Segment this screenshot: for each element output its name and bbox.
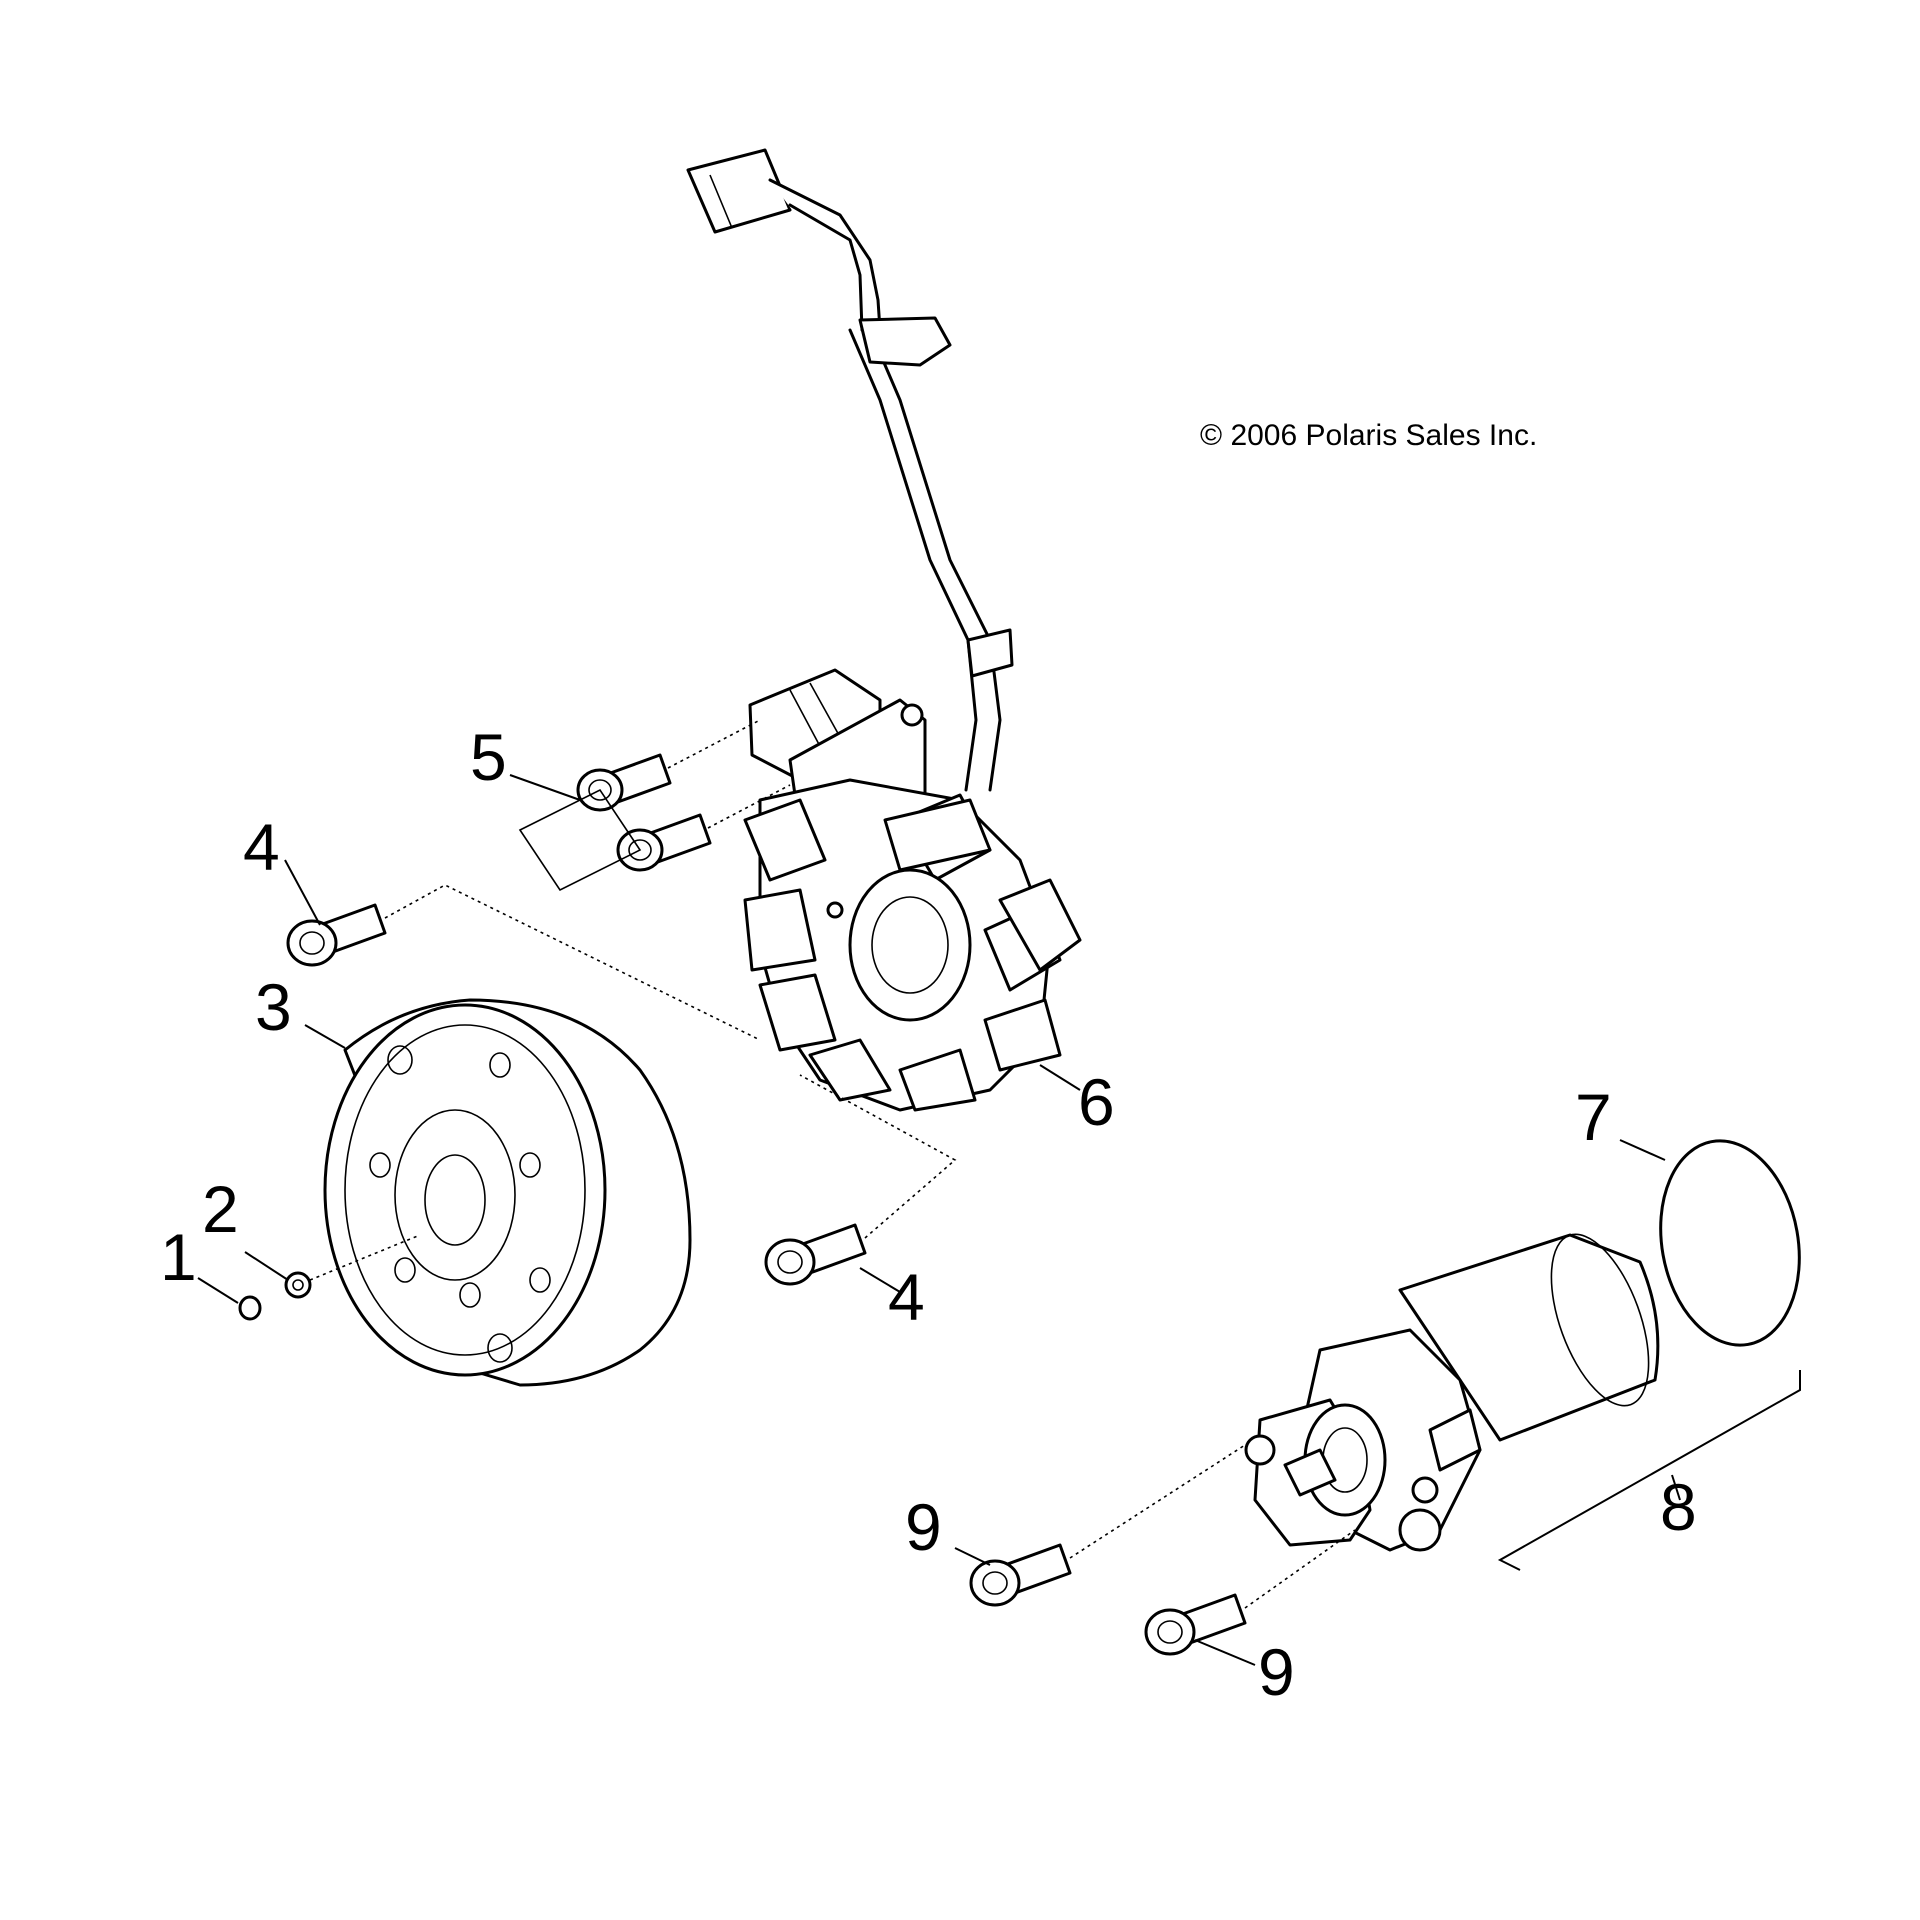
- leader-9-lower: [1194, 1639, 1256, 1666]
- bolt-9-lower: [1144, 1593, 1247, 1656]
- callout-8: 8: [1660, 1470, 1697, 1544]
- callout-3: 3: [255, 970, 292, 1044]
- flywheel: [323, 998, 692, 1387]
- o-ring: [1659, 1139, 1801, 1347]
- callout-4-upper: 4: [243, 810, 280, 884]
- leader-4-upper: [284, 859, 321, 926]
- nut-part-1: [238, 1295, 262, 1321]
- leader-4-lower: [859, 1267, 901, 1293]
- starter-group-bracket: [1497, 1370, 1801, 1571]
- bolt-9-upper: [969, 1543, 1072, 1607]
- bolt-4-lower: [764, 1223, 867, 1286]
- callout-7: 7: [1575, 1080, 1612, 1154]
- bolt-5-group-bracket: [518, 788, 642, 892]
- leader-2: [244, 1251, 289, 1281]
- callout-9-upper: 9: [905, 1490, 942, 1564]
- stator-wire-harness: [686, 148, 1014, 792]
- bolt-4-lower-path: [799, 1074, 957, 1239]
- callout-4-lower: 4: [888, 1260, 925, 1334]
- bolt-4-upper-path: [384, 884, 761, 1041]
- callout-2: 2: [202, 1172, 239, 1246]
- callout-9-lower: 9: [1258, 1635, 1295, 1709]
- leader-7: [1619, 1139, 1666, 1161]
- washer-part-2: [284, 1271, 312, 1299]
- leader-9-upper: [954, 1547, 991, 1566]
- bolt-9-upper-path: [1069, 1444, 1246, 1559]
- callout-1: 1: [160, 1220, 197, 1294]
- bolt-5-upper-path: [667, 719, 761, 769]
- bolt-5-upper: [576, 753, 672, 812]
- stator: [743, 668, 1082, 1112]
- leader-6: [1039, 1064, 1081, 1091]
- copyright-text: © 2006 Polaris Sales Inc.: [1200, 419, 1537, 452]
- leader-3: [304, 1024, 346, 1049]
- callout-6: 6: [1078, 1065, 1115, 1139]
- nut-washer-path: [309, 1234, 421, 1281]
- bolt-5-lower-path: [707, 784, 791, 829]
- starter-motor: [1244, 1233, 1660, 1552]
- bolt-9-lower-path: [1244, 1529, 1356, 1609]
- bolt-5-lower: [616, 813, 712, 872]
- leader-8: [1671, 1474, 1681, 1501]
- leader-1: [197, 1277, 239, 1304]
- leader-5: [509, 774, 581, 801]
- callout-5: 5: [470, 720, 507, 794]
- bolt-4-upper: [286, 903, 387, 967]
